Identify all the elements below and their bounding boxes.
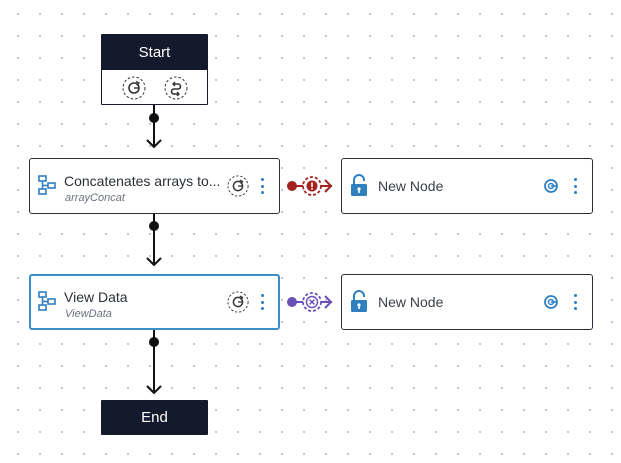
cycle-icon[interactable]: [227, 291, 249, 313]
more-options-icon[interactable]: [572, 178, 578, 194]
more-options-icon[interactable]: [259, 294, 265, 310]
cycle-icon[interactable]: [122, 76, 146, 100]
more-options-icon[interactable]: [259, 178, 265, 194]
node-subtitle: arrayConcat: [65, 192, 125, 204]
cycle-icon[interactable]: [227, 175, 249, 197]
start-node-actions: [102, 70, 207, 105]
start-node[interactable]: Start: [101, 34, 208, 105]
end-node[interactable]: End: [101, 400, 208, 435]
node-title: New Node: [378, 178, 444, 194]
connector-node1-to-node2: [146, 214, 162, 267]
flow-node-array-concat[interactable]: Concatenates arrays to... arrayConcat: [29, 158, 280, 214]
cancel-branch-connector[interactable]: [287, 292, 333, 312]
lock-icon: [351, 174, 367, 196]
start-node-label: Start: [102, 35, 207, 70]
hierarchy-icon: [38, 291, 56, 311]
lock-icon: [351, 290, 367, 312]
node-subtitle: ViewData: [65, 308, 112, 320]
more-options-icon[interactable]: [572, 294, 578, 310]
node-title: New Node: [378, 294, 444, 310]
hierarchy-icon: [38, 175, 56, 195]
node-title: View Data: [64, 289, 128, 305]
cycle-icon[interactable]: [543, 294, 559, 310]
error-branch-connector[interactable]: [287, 176, 333, 196]
flow-node-view-data[interactable]: View Data ViewData: [29, 274, 280, 330]
new-node-placeholder[interactable]: New Node: [341, 158, 593, 214]
cycle-icon[interactable]: [543, 178, 559, 194]
node-title: Concatenates arrays to...: [64, 173, 221, 189]
loop-icon[interactable]: [164, 76, 188, 100]
connector-start-to-node1: [146, 105, 162, 149]
new-node-placeholder[interactable]: New Node: [341, 274, 593, 330]
connector-node2-to-end: [146, 330, 162, 395]
